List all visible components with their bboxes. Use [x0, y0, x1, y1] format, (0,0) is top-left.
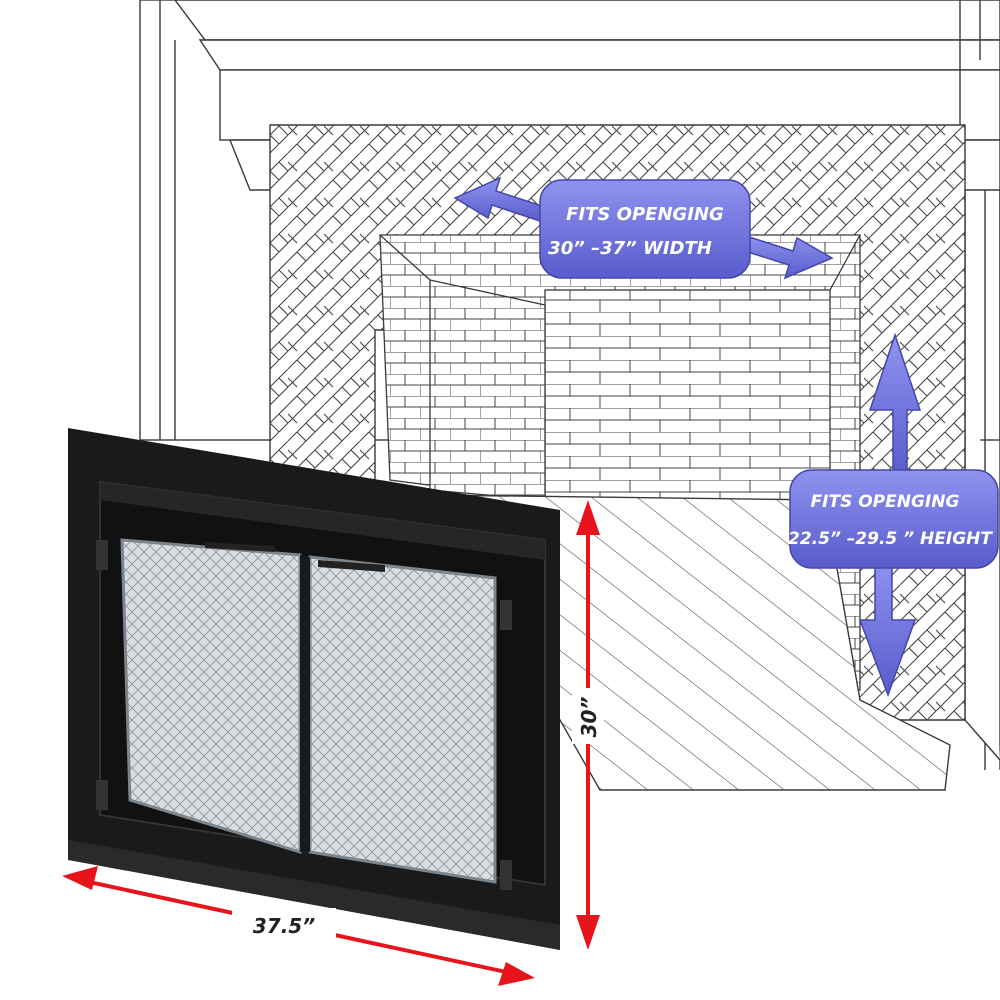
width-callout-line2: 30” –37” WIDTH [548, 238, 712, 259]
width-callout: FITS OPENGING 30” –37” WIDTH [453, 176, 834, 280]
height-callout-line2: 22.5” –29.5 ” HEIGHT [788, 529, 993, 549]
firebox [379, 234, 861, 701]
width-callout-line1: FITS OPENGING [566, 204, 724, 225]
door-height-dimension: 30” [572, 500, 604, 950]
height-callout-badge [789, 469, 999, 569]
door-width-label: 37.5” [253, 914, 315, 938]
width-callout-badge [539, 179, 751, 279]
height-callout: FITS OPENGING 22.5” –29.5 ” HEIGHT [788, 332, 999, 698]
fireplace-door [68, 428, 560, 950]
door-width-dimension: 37.5” [62, 866, 535, 986]
door-height-label: 30” [577, 697, 601, 738]
height-callout-line1: FITS OPENGING [811, 492, 960, 512]
